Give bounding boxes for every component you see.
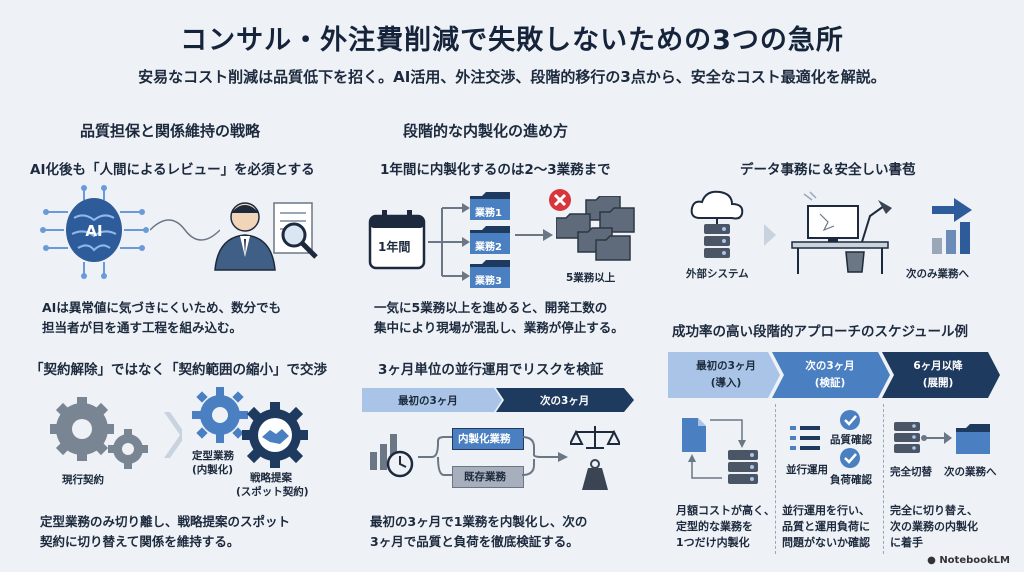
calendar-icon (368, 210, 426, 270)
brand-label: NotebookLM (939, 555, 1010, 566)
step1-sub: (導入) (710, 377, 742, 389)
col2-section2-title: 3ヶ月単位の並行運用でリスクを検証 (378, 362, 604, 378)
strategy-label-1: 戦略提案 (250, 472, 292, 484)
footer-brand: ● NotebookLM (927, 555, 1010, 566)
parallel-op-label: 並行運用 (786, 464, 828, 476)
col2-s1-text-2: 集中により現場が混乱し、業務が停止する。 (374, 320, 624, 335)
brand-logo-icon: ● (927, 555, 940, 566)
strategy-handshake-gear-icon (242, 402, 308, 468)
col1-heading: 品質担保と関係維持の戦略 (80, 122, 261, 140)
step2-desc-2: 品質と運用負荷に (782, 520, 870, 533)
phase-first-label: 最初の3ヶ月 (398, 395, 458, 407)
full-switch-label: 完全切替 (890, 466, 932, 478)
current-contract-label: 現行契約 (62, 474, 104, 486)
step1-desc-2: 定型的な業務を (676, 520, 753, 533)
phase-next-label: 次の3ヶ月 (540, 395, 590, 407)
step1-label: 最初の3ヶ月 (696, 360, 756, 372)
step3-desc-3: に着手 (890, 536, 923, 549)
col2-s2-text-2: 3ヶ月で品質と負荷を徹底検証する。 (370, 534, 579, 549)
step2-label: 次の3ヶ月 (805, 360, 855, 372)
person-reviewing-icon (214, 202, 318, 271)
current-contract-gears-icon (50, 397, 148, 469)
external-system-label: 外部システム (686, 268, 749, 280)
parallel-check-icon (790, 410, 860, 468)
five-tasks-label: 5業務以上 (566, 272, 616, 284)
col2-s2-text-1: 最初の3ヶ月で1業務を内製化し、次の (370, 514, 588, 529)
ai-brain-icon: AI (40, 185, 149, 279)
step3-desc-1: 完全に切り替え、 (890, 504, 978, 517)
step3-sub: (展開) (922, 377, 954, 389)
step2-sub: (検証) (814, 377, 846, 389)
schedule-chevrons (668, 352, 1000, 398)
col1-section2-title: 「契約解除」ではなく「契約範囲の縮小」で交渉 (30, 362, 327, 378)
existing-label: 既存業務 (464, 471, 506, 483)
doc-to-server-icon (682, 418, 758, 484)
col1-s1-text-1: AIは異常値に気づきにくいため、数分でも (42, 300, 282, 315)
next-only-label: 次のみ業務へ (906, 268, 969, 280)
col1-s1-text-2: 担当者が目を通す工程を組み込む。 (42, 320, 243, 335)
folder-icon (470, 226, 510, 254)
growth-chart-arrow-icon (932, 198, 972, 254)
col1-s2-text-2: 契約に切り替えて関係を維持する。 (40, 534, 240, 549)
col3-section1-title: データ事務に＆安全しい書苞 (740, 162, 916, 178)
col3-section2-title: 成功率の高い段階的アプローチのスケジュール例 (672, 324, 969, 340)
step1-desc-1: 月額コストが高く、 (676, 504, 775, 517)
routine-gear-icon (192, 387, 248, 443)
arrow-right-icon (515, 229, 553, 241)
task3-label: 業務3 (475, 276, 502, 287)
branch-lines (418, 436, 452, 476)
branch-arrows (428, 203, 470, 281)
ai-label: AI (85, 222, 102, 240)
col2-s1-text-1: 一気に5業務以上を進めると、開発工数の (374, 300, 608, 315)
year-label: 1年間 (378, 240, 411, 254)
folder-icon (470, 260, 510, 288)
connector-line (150, 219, 220, 241)
chart-clock-icon (370, 434, 414, 478)
routine-label-1: 定型業務 (192, 450, 234, 462)
abandoned-desk-icon (791, 191, 892, 274)
task1-label: 業務1 (475, 208, 502, 219)
strategy-label-2: (スポット契約) (236, 486, 309, 498)
page-subtitle: 安易なコスト削減は品質低下を招く。AI活用、外注交渉、段階的移行の3点から、安全… (138, 68, 886, 86)
inhouse-label: 内製化業務 (458, 433, 511, 445)
col2-heading: 段階的な内製化の進め方 (403, 122, 569, 140)
step3-desc-2: 次の業務の内製化 (890, 520, 978, 533)
error-x-icon (549, 189, 571, 211)
step2-desc-3: 問題がないか確認 (782, 536, 870, 549)
step2-desc-1: 並行運用を行い、 (782, 504, 870, 517)
folder-icon (470, 192, 510, 220)
switch-to-folder-icon (894, 422, 990, 454)
col1-section1-title: AI化後も「人間によるレビュー」を必須とする (30, 162, 315, 178)
step3-label: 6ヶ月以降 (913, 360, 963, 372)
chevron-right-icon (164, 412, 182, 458)
phase-bar (362, 388, 634, 412)
scale-weight-icon (570, 426, 620, 490)
page-title: コンサル・外注費削減で失敗しないための3つの急所 (180, 25, 844, 56)
col1-s2-text-1: 定型業務のみ切り離し、戦略提案のスポット (40, 514, 291, 529)
step1-desc-3: 1つだけ内製化 (676, 536, 750, 549)
routine-label-2: (内製化) (192, 464, 234, 476)
merge-arrows (522, 436, 568, 476)
many-folders-icon (556, 196, 635, 261)
load-check-label: 負荷確認 (830, 474, 872, 486)
quality-check-label: 品質確認 (830, 434, 872, 446)
cloud-server-icon (690, 190, 744, 258)
chevron-right-icon (764, 224, 776, 246)
task2-label: 業務2 (475, 242, 502, 253)
next-tasks-label: 次の業務へ (944, 466, 997, 478)
col2-section1-title: 1年間に内製化するのは2〜3業務まで (380, 162, 611, 178)
